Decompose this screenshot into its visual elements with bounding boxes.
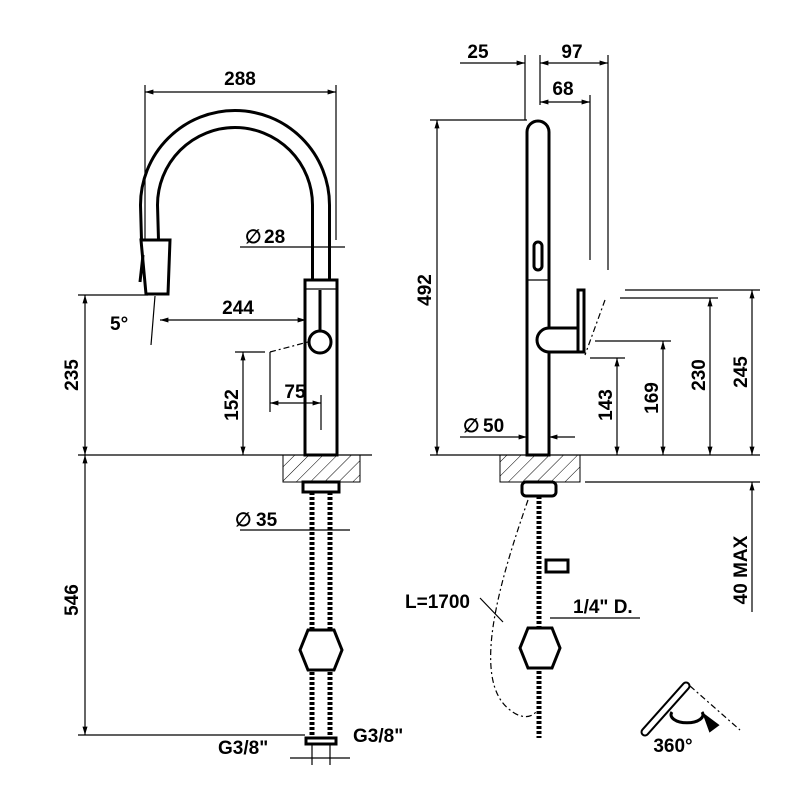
dim-hose-length-below: 546 bbox=[62, 584, 83, 616]
dim-lever-height: 152 bbox=[222, 389, 243, 421]
hose-connector bbox=[518, 626, 562, 670]
spray-head-button bbox=[532, 240, 544, 272]
dim-total-height: 492 bbox=[415, 274, 436, 306]
dim-counter-thickness: 40 MAX bbox=[731, 535, 752, 604]
dim-height-245: 245 bbox=[731, 356, 752, 388]
dim-tilt-angle: 5° bbox=[110, 314, 128, 335]
base-nut bbox=[301, 480, 341, 494]
rotate-arrow-icon bbox=[669, 711, 720, 733]
base-nut bbox=[520, 480, 558, 498]
lever-alt-position bbox=[584, 299, 606, 356]
front-view: 288 ∅ 28 244 5° 235 152 75 ∅ 35 546 G3/8… bbox=[62, 69, 403, 765]
dim-offset-25: 25 bbox=[467, 42, 489, 63]
countertop-section bbox=[282, 454, 361, 483]
rotation-label: 360° bbox=[653, 736, 692, 757]
spray-head-button bbox=[138, 254, 145, 283]
dim-offset-97: 97 bbox=[561, 42, 582, 63]
dim-height-169: 169 bbox=[642, 382, 663, 414]
hose-fittings bbox=[304, 736, 338, 746]
lever-hub bbox=[307, 329, 333, 355]
dim-width-total: 288 bbox=[224, 69, 256, 90]
valve bbox=[544, 558, 570, 574]
diameter-icon: ∅ bbox=[235, 510, 252, 531]
dim-lever-offset: 75 bbox=[284, 382, 306, 403]
dim-hose-length: L=1700 bbox=[405, 592, 470, 613]
dim-height-230: 230 bbox=[689, 359, 710, 391]
dim-height-143: 143 bbox=[596, 389, 617, 421]
dim-base-diameter: 50 bbox=[483, 416, 504, 437]
spray-head bbox=[139, 238, 172, 296]
countertop-section bbox=[499, 454, 581, 483]
rotation-symbol: 360° bbox=[640, 681, 741, 757]
diameter-icon: ∅ bbox=[463, 416, 480, 437]
hose-connector bbox=[298, 628, 344, 672]
dim-spout-reach: 244 bbox=[222, 298, 254, 319]
dim-offset-68: 68 bbox=[552, 79, 573, 100]
lever-hub bbox=[535, 326, 586, 354]
faucet-body-side bbox=[525, 119, 551, 457]
lever-handle bbox=[576, 288, 586, 354]
side-view: 25 97 68 492 ∅ 50 143 169 230 245 40 MAX… bbox=[405, 42, 760, 738]
lever-alt-position bbox=[269, 341, 309, 353]
pull-out-hose bbox=[490, 499, 538, 718]
dim-connection-left: G3/8" bbox=[218, 738, 268, 759]
dim-valve-connection: 1/4" D. bbox=[573, 597, 633, 618]
dim-outlet-height: 235 bbox=[62, 359, 83, 391]
dim-shank-diameter: 35 bbox=[256, 510, 278, 531]
spout bbox=[141, 112, 328, 282]
dim-connection-right: G3/8" bbox=[353, 726, 403, 747]
dim-spout-diameter: 28 bbox=[264, 227, 285, 248]
diameter-icon: ∅ bbox=[245, 227, 262, 248]
